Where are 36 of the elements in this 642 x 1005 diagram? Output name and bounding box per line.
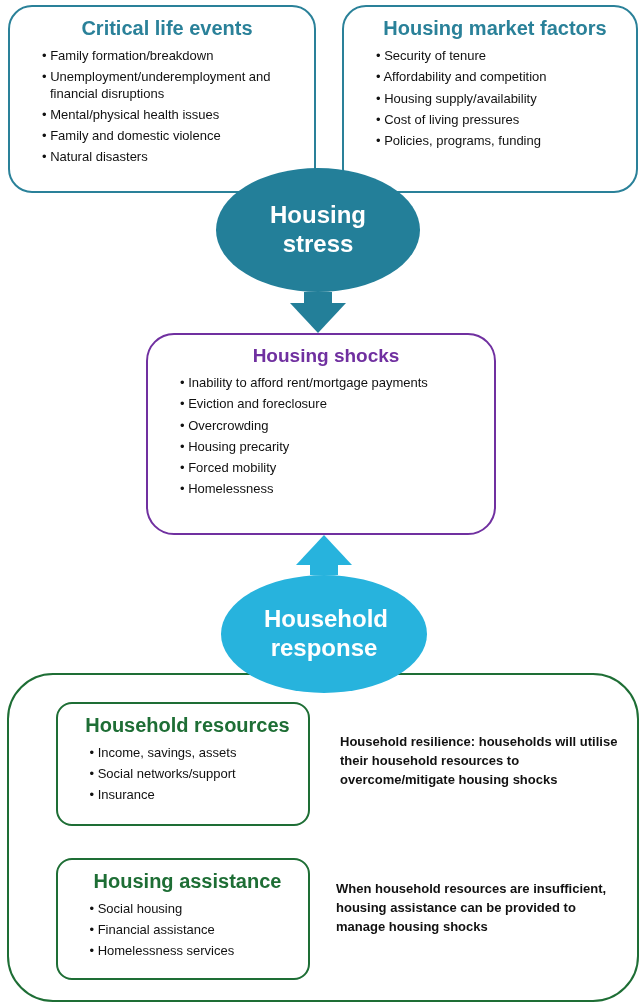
list-item: • Income, savings, assets — [89, 744, 238, 761]
list-item: • Family formation/breakdown — [42, 48, 215, 65]
list-item: • Cost of living pressures — [376, 111, 521, 128]
note-text: When household resources are insufficient, housing assistance can be provided to manage housing shocks — [336, 880, 608, 936]
list-item: • Unemployment/underemployment and financial disruptions — [42, 69, 272, 102]
category-card — [55, 701, 310, 826]
list-item: • Family and domestic violence — [42, 128, 222, 145]
ellipse-label: Housing stress — [269, 201, 367, 259]
card-heading: Household resources — [84, 713, 291, 737]
list-item: • Security of tenure — [376, 48, 488, 65]
list-item: • Housing precarity — [180, 438, 291, 455]
response-panel — [7, 673, 639, 1002]
category-card — [55, 857, 310, 980]
note-text: Household resilience: households will utilise their household resources to overcome/mitigate housing shocks — [340, 733, 619, 789]
list-item: • Mental/physical health issues — [42, 106, 221, 123]
block-arrow — [296, 535, 352, 575]
list-item: • Housing supply/availability — [376, 90, 538, 107]
list-item: • Affordability and competition — [376, 69, 548, 86]
list-item: • Inability to afford rent/mortgage payments — [180, 375, 429, 392]
list-item: • Natural disasters — [42, 149, 149, 166]
list-item: • Homelessness services — [89, 943, 236, 960]
card-heading: Critical life events — [80, 17, 254, 40]
list-item: • Homelessness — [180, 481, 275, 498]
list-item: • Financial assistance — [89, 921, 216, 938]
list-item: • Social housing — [89, 900, 184, 917]
list-item: • Eviction and foreclosure — [180, 396, 328, 413]
block-arrow — [290, 292, 346, 333]
list-item: • Overcrowding — [180, 417, 270, 434]
list-item: • Policies, programs, funding — [376, 133, 542, 150]
card-heading: Housing assistance — [92, 869, 283, 893]
card-heading: Housing market factors — [382, 17, 608, 40]
category-card — [146, 333, 496, 535]
list-item: • Forced mobility — [180, 460, 278, 477]
card-heading: Housing shocks — [251, 345, 401, 367]
list-item: • Insurance — [89, 787, 156, 804]
list-item: • Social networks/support — [89, 765, 237, 782]
